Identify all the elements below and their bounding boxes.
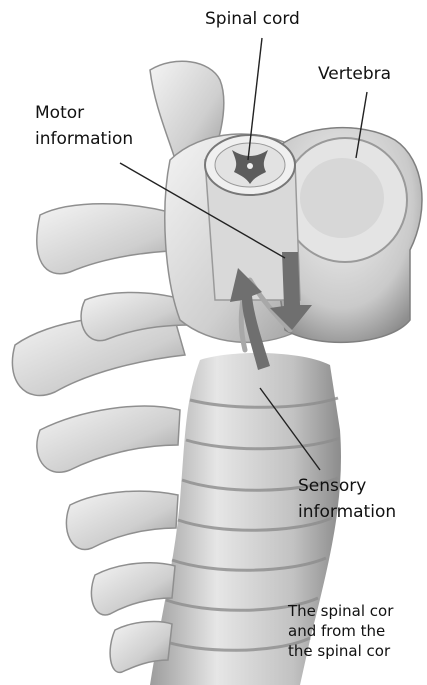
caption-line3: the spinal cor (288, 641, 390, 661)
spinal-cord-label: Spinal cord (205, 9, 300, 29)
motor-information-label-line2: information (35, 129, 133, 149)
sensory-information-label-line1: Sensory (298, 476, 366, 496)
sensory-information-label-line2: information (298, 502, 396, 522)
motor-information-label-line1: Motor (35, 103, 84, 123)
vertebra-label: Vertebra (318, 64, 391, 84)
caption-line1: The spinal cor (288, 601, 393, 621)
caption-line2: and from the (288, 621, 385, 641)
